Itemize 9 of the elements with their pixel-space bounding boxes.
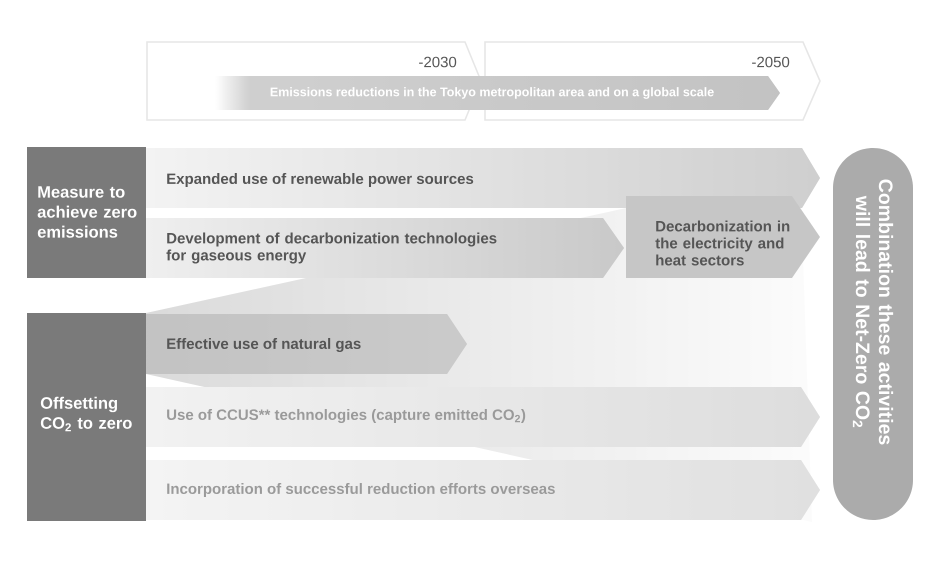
measure-banner: Use of CCUS** technologies (capture emitted CO$_{2}$) (146, 387, 820, 447)
measure-banner: Development of decarbonization technologies for gaseous energy (146, 218, 624, 278)
measure-banner: Decarbonization in the electricity and heat sectors (626, 196, 820, 278)
measure-banner: Effective use of natural gas (146, 314, 467, 374)
measure-banner: Expanded use of renewable power sources (146, 148, 820, 208)
category-box: Measure to achieve zero emissions (27, 147, 146, 278)
measure-banner: Incorporation of successful reduction efforts overseas (146, 460, 820, 520)
category-box: Offsetting CO$_{2}$ to zero (27, 313, 146, 521)
result-pill: Combination these activities will lead to Net-Zero CO$_{2}$ (833, 148, 913, 520)
